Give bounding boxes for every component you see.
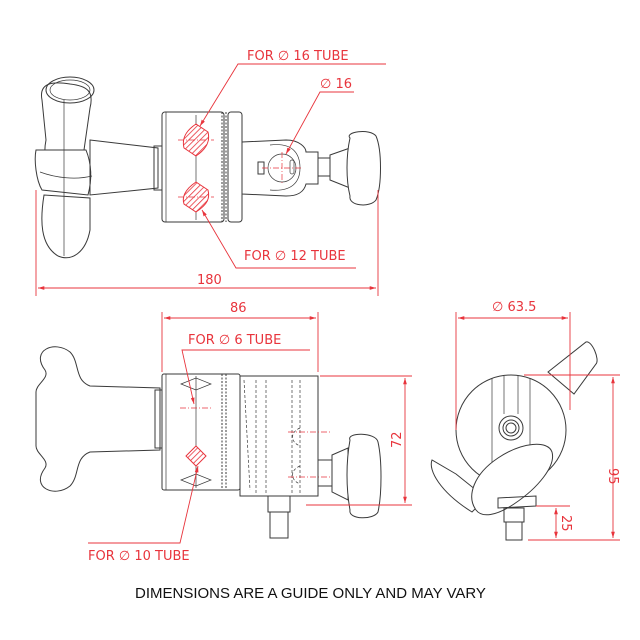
dimension-overall-height: 95 [605,468,620,485]
side-view: FOR ∅ 6 TUBE FOR ∅ 10 TUBE 86 72 [35,301,412,564]
callout-tube10: FOR ∅ 10 TUBE [88,549,190,564]
disclaimer-note: DIMENSIONS ARE A GUIDE ONLY AND MAY VARY [135,585,486,602]
dimension-body-length: 86 [230,301,247,316]
callout-tube16: FOR ∅ 16 TUBE [247,49,349,64]
dimension-height: 72 [390,431,405,448]
dimension-spigot-height: 25 [558,515,573,532]
t-handle-icon [34,76,95,259]
end-view: ∅ 63.5 95 25 [430,300,620,541]
callout-dia16: ∅ 16 [320,77,352,92]
dimension-diameter: ∅ 63.5 [492,300,536,315]
dimension-overall-length: 180 [197,273,222,288]
callout-tube12: FOR ∅ 12 TUBE [244,249,346,264]
callout-tube6: FOR ∅ 6 TUBE [188,333,281,348]
top-view: FOR ∅ 16 TUBE ∅ 16 FOR ∅ 12 TUBE 180 [34,49,386,296]
